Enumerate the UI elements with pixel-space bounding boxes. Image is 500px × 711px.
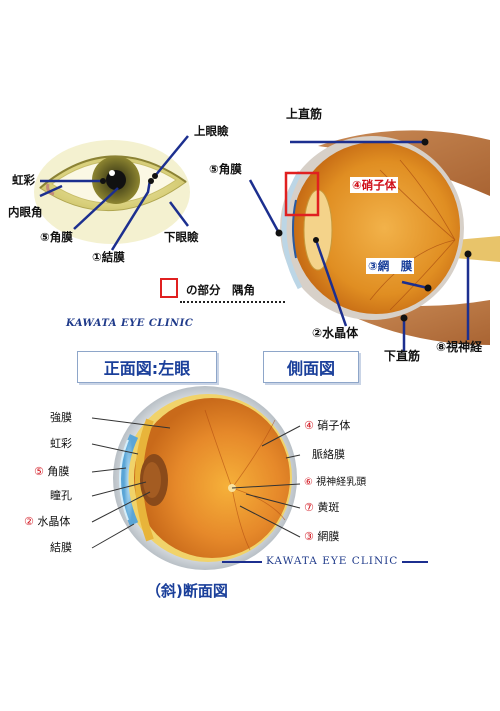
angle-highlight-box <box>284 171 320 217</box>
label-sclera: 強膜 <box>50 411 72 424</box>
clinic-name-bottom: KAWATA EYE CLINIC <box>262 555 403 567</box>
label-ob-cornea: ⑤ 角膜 <box>34 466 69 477</box>
label-macula-text: 黄斑 <box>317 501 340 514</box>
side-pointer-lines <box>248 140 470 352</box>
label-ob-lens-num: ② <box>24 515 34 528</box>
legend-red-box <box>160 278 178 298</box>
label-iris: 虹彩 <box>12 173 35 187</box>
side-view-title: 側面図 <box>263 351 359 383</box>
label-optic-nerve: ⑧視神経 <box>436 340 483 354</box>
label-medial-canthus: 内眼角 <box>8 205 43 219</box>
label-pupil: 瞳孔 <box>50 489 72 502</box>
label-ob-vitreous-text: 硝子体 <box>317 419 351 432</box>
label-lens: ②水晶体 <box>312 326 359 340</box>
label-ob-retina-text: 網膜 <box>317 530 340 543</box>
front-pointer-dots <box>100 173 158 184</box>
label-inferior-rectus: 下直筋 <box>384 349 421 363</box>
label-upper-lid: 上眼瞼 <box>194 124 229 138</box>
side-pointer-dots <box>275 138 472 322</box>
label-retina: ③網 膜 <box>366 258 415 274</box>
front-eye-illustration <box>34 140 190 244</box>
clinic-name-top: KAWATA EYE CLINIC <box>66 318 194 329</box>
label-optic-disc-text: 視神経乳頭 <box>316 477 367 488</box>
oblique-eye-illustration <box>113 386 297 570</box>
label-ob-retina-num: ③ <box>304 530 314 543</box>
side-eye-illustration <box>280 130 500 345</box>
label-ob-conjunctiva: 結膜 <box>50 541 72 554</box>
label-optic-disc-num: ⑥ <box>304 477 313 488</box>
label-ob-cornea-text: 角膜 <box>47 465 70 478</box>
label-ob-vitreous: ④ 硝子体 <box>304 420 350 431</box>
label-ob-lens: ② 水晶体 <box>24 516 70 527</box>
legend-text: の部分 隅角 <box>186 283 255 297</box>
label-conjunctiva: ①結膜 <box>92 250 125 264</box>
label-optic-disc: ⑥ 視神経乳頭 <box>304 478 366 488</box>
label-front-cornea: ⑤角膜 <box>40 230 73 244</box>
label-vitreous: ④硝子体 <box>350 177 399 193</box>
label-side-cornea: ⑤角膜 <box>209 162 242 176</box>
label-lower-lid: 下眼瞼 <box>164 230 199 244</box>
label-choroid: 脈絡膜 <box>312 448 345 461</box>
label-vitreous-text: ④硝子体 <box>350 177 399 193</box>
label-retina-text: ③網 膜 <box>366 258 415 274</box>
label-ob-lens-text: 水晶体 <box>37 515 71 528</box>
oblique-pointer-lines <box>91 417 301 549</box>
oblique-view-title: （斜)断面図 <box>146 582 228 600</box>
label-macula-num: ⑦ <box>304 501 314 514</box>
label-ob-retina: ③ 網膜 <box>304 531 339 542</box>
legend-dotted-line <box>180 301 285 303</box>
label-ob-cornea-num: ⑤ <box>34 465 44 478</box>
label-ob-iris: 虹彩 <box>50 437 72 450</box>
label-superior-rectus: 上直筋 <box>286 107 323 121</box>
label-ob-vitreous-num: ④ <box>304 419 314 432</box>
label-macula: ⑦ 黄斑 <box>304 502 339 513</box>
front-view-title: 正面図:左眼 <box>77 351 217 383</box>
front-pointer-lines <box>39 135 189 251</box>
